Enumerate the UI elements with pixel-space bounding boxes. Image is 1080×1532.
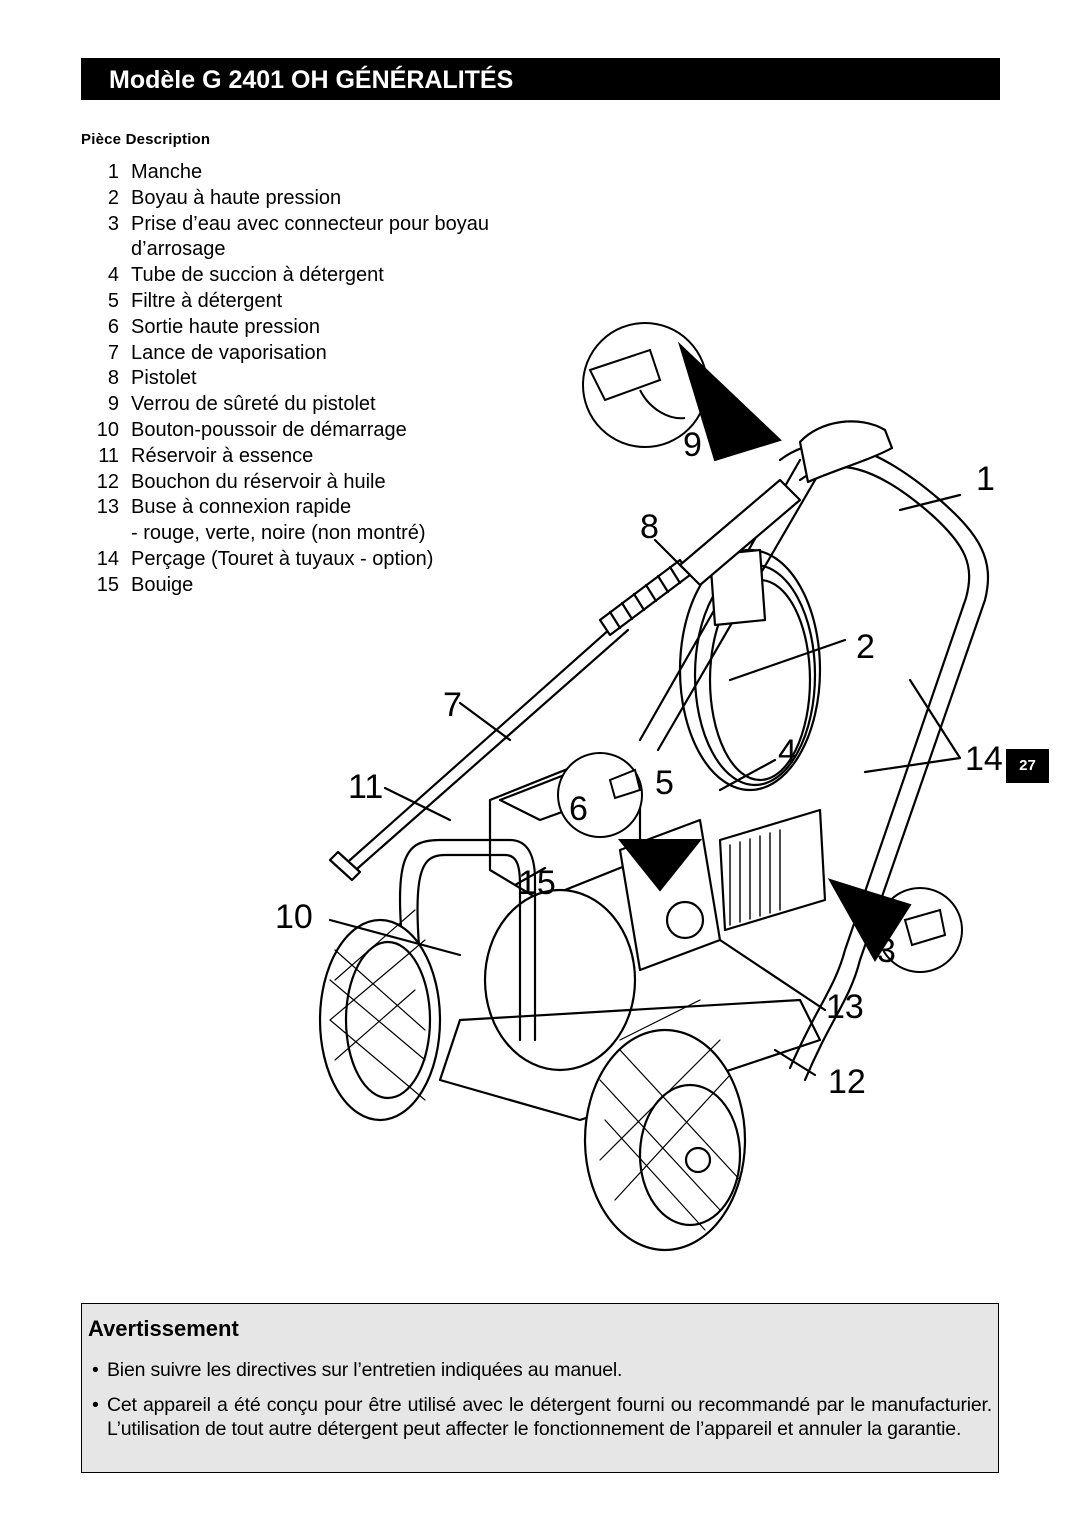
warning-box: Avertissement • Bien suivre les directive… (81, 1303, 999, 1473)
callout-2: 2 (856, 628, 875, 666)
part-number: 11 (98, 444, 119, 467)
list-item: 6 Sortie haute pression (81, 315, 571, 341)
list-item: 5 Filtre à détergent (81, 289, 571, 315)
part-label: Filtre à détergent (131, 289, 283, 312)
bullet: • (92, 1393, 99, 1416)
list-item: 4 Tube de succion à détergent (81, 263, 571, 289)
callout-8: 8 (640, 508, 659, 546)
part-label: Réservoir à essence (131, 444, 314, 467)
part-number: 3 (107, 212, 119, 235)
part-number: 10 (96, 418, 119, 441)
callout-5: 5 (655, 764, 674, 802)
part-number: 12 (96, 470, 119, 493)
part-label: Pistolet (131, 367, 197, 390)
callout-9: 9 (683, 426, 702, 464)
warning-title: Avertissement (88, 1316, 239, 1341)
part-label: Tube de succion à détergent (131, 264, 384, 287)
callout-7: 7 (443, 686, 462, 724)
part-number: 9 (107, 393, 119, 416)
parts-column-header: Pièce Description (81, 131, 211, 148)
part-label: Bouige (131, 573, 194, 596)
callout-6: 6 (569, 790, 588, 828)
part-label: Boyau à haute pression (131, 186, 342, 209)
part-number: 5 (107, 289, 119, 312)
part-number: 14 (96, 547, 119, 570)
list-item: 9 Verrou de sûreté du pistolet (81, 392, 571, 418)
callout-11: 11 (348, 768, 384, 806)
list-item: 3 Prise d’eau avec connecteur pour boyau … (81, 212, 571, 264)
list-item: 8 Pistolet (81, 366, 571, 392)
part-label: Verrou de sûreté du pistolet (131, 393, 376, 416)
list-item: 13 Buse à connexion rapide (81, 495, 571, 521)
part-number: 7 (107, 341, 119, 364)
part-label: Perçage (Touret à tuyaux - option) (131, 547, 434, 570)
list-item: - rouge, verte, noire (non montré) (81, 521, 571, 547)
part-label: Bouton-poussoir de démarrage (131, 418, 407, 441)
list-item: 12 Bouchon du réservoir à huile (81, 470, 571, 496)
list-item: 2 Boyau à haute pression (81, 186, 571, 212)
part-number: 8 (107, 367, 119, 390)
list-item: 7 Lance de vaporisation (81, 341, 571, 367)
part-label: Lance de vaporisation (131, 341, 327, 364)
warning-list: • Bien suivre les directives sur l’entret… (88, 1358, 992, 1442)
list-item: 1 Manche (81, 160, 571, 186)
callout-13: 13 (826, 988, 864, 1026)
part-number: 15 (96, 573, 119, 596)
warning-text: Bien suivre les directives sur l’entreti… (107, 1359, 623, 1381)
page-title: Modèle G 2401 OH GÉNÉRALITÉS (81, 58, 1000, 100)
list-item: • Cet appareil a été conçu pour être util… (88, 1393, 992, 1442)
pressure-washer-diagram: 1 2 3 4 5 6 7 8 9 10 11 12 13 14 15 (260, 320, 1060, 1290)
warning-text: Cet appareil a été conçu pour être utili… (107, 1393, 992, 1441)
list-item: 11 Réservoir à essence (81, 444, 571, 470)
callout-10: 10 (275, 898, 313, 936)
part-number (81, 521, 119, 547)
callout-12: 12 (828, 1063, 866, 1101)
bullet: • (92, 1359, 99, 1381)
part-number: 6 (107, 315, 119, 338)
list-item: 14 Perçage (Touret à tuyaux - option) (81, 547, 571, 573)
callout-1: 1 (976, 460, 995, 498)
callout-14: 14 (965, 740, 1003, 778)
callout-4: 4 (778, 733, 797, 771)
list-item: • Bien suivre les directives sur l’entret… (88, 1358, 992, 1383)
part-label: Manche (131, 161, 203, 183)
part-label: - rouge, verte, noire (non montré) (131, 522, 426, 545)
part-label: Buse à connexion rapide (131, 496, 352, 519)
page-number-tab: 27 (1006, 749, 1049, 783)
pressure-washer-illustration (318, 322, 990, 1252)
part-label: Prise d’eau avec connecteur pour boyau d… (131, 212, 490, 261)
part-number: 13 (96, 496, 119, 519)
part-number: 4 (107, 264, 119, 287)
list-item: 10 Bouton-poussoir de démarrage (81, 418, 571, 444)
part-number: 1 (107, 161, 119, 183)
part-label: Bouchon du réservoir à huile (131, 470, 386, 493)
callout-15: 15 (518, 864, 556, 902)
callout-3: 3 (877, 932, 896, 970)
part-number: 2 (107, 186, 119, 209)
part-label: Sortie haute pression (131, 315, 321, 338)
list-item: 15 Bouige (81, 573, 571, 599)
parts-list: 1 Manche 2 Boyau à haute pression 3 Prise d… (81, 160, 571, 599)
